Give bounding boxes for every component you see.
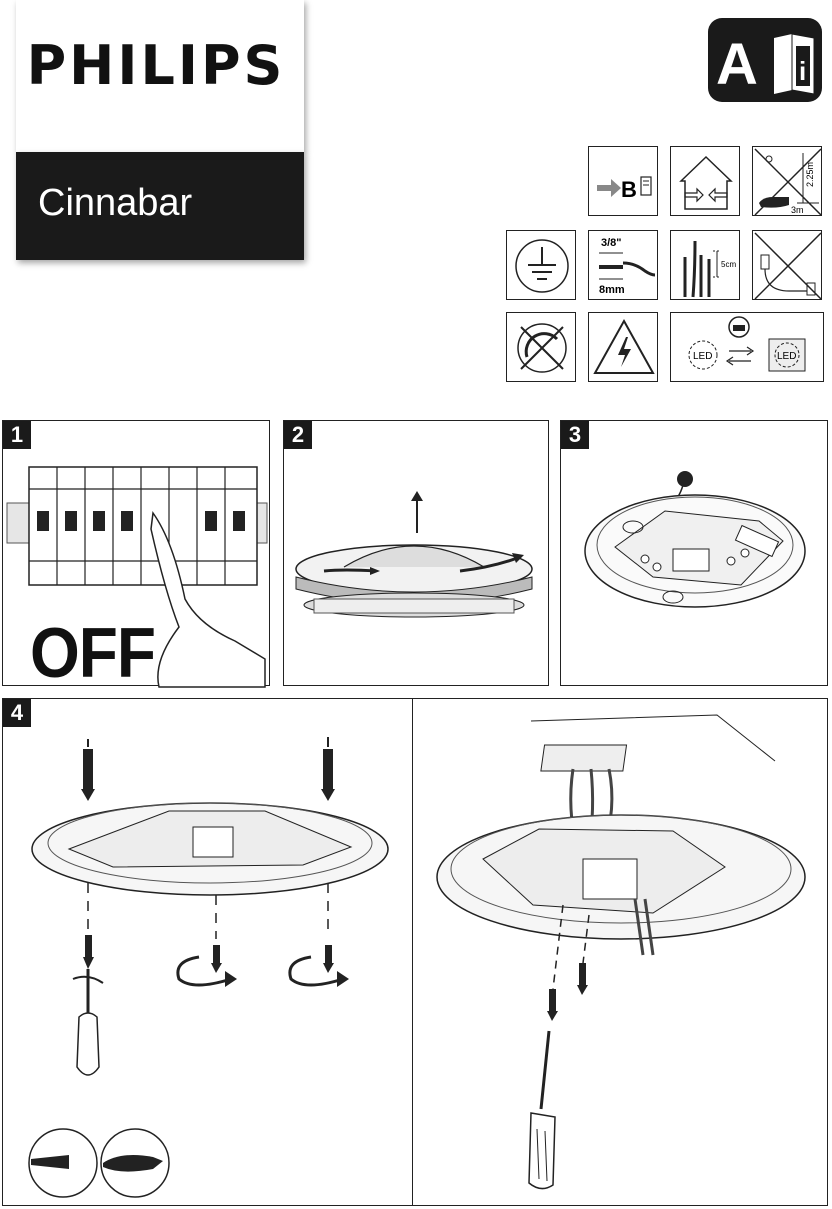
mounting-screws-illustration [28, 737, 389, 1198]
step-2-number: 2 [284, 421, 312, 449]
led-right-label: LED [777, 351, 796, 362]
step-1-panel: 1 [2, 420, 270, 688]
bathroom-zone-icon: 2.25m 3m [752, 146, 822, 216]
wire-strip-length-icon: 3/8" 8mm [588, 230, 658, 300]
see-b-letter: B [621, 177, 637, 202]
ceiling-mount-illustration [436, 714, 806, 1190]
led-replacement-icon: LED LED [670, 312, 824, 382]
wire-spacing-icon: 5cm [670, 230, 740, 300]
brand-logo-panel [16, 0, 304, 152]
step-4-panel: 4 [2, 698, 414, 1206]
step-1-number: 1 [3, 421, 31, 449]
earth-ground-icon [506, 230, 576, 300]
manual-book-icon: A i [716, 32, 815, 97]
manual-letter: A [716, 32, 758, 97]
wire-gap-label: 5cm [721, 260, 736, 269]
off-label: OFF [30, 613, 156, 693]
bath-height-label: 2.25m [805, 162, 815, 187]
step-2-panel: 2 [283, 420, 549, 686]
product-name: Cinnabar [38, 182, 193, 224]
philips-logo: PHILIPS [26, 34, 286, 97]
bath-distance-label: 3m [791, 205, 804, 215]
base-wiring-illustration [584, 471, 806, 608]
indoor-use-icon [670, 146, 740, 216]
circuit-breaker-illustration [6, 466, 268, 688]
strip-mm-label: 8mm [599, 284, 625, 296]
manual-a-badge: A i [708, 18, 822, 102]
strip-inch-label: 3/8" [601, 237, 622, 249]
step-3-panel: 3 [560, 420, 828, 686]
led-left-label: LED [693, 351, 712, 362]
remove-shade-illustration [295, 491, 533, 618]
step-4-ceiling-panel [412, 698, 828, 1206]
no-covering-icon [752, 230, 822, 300]
info-glyph: i [799, 56, 806, 86]
step-4-number: 4 [3, 699, 31, 727]
no-dimmer-icon [506, 312, 576, 382]
product-name-panel [16, 152, 304, 260]
see-manual-b-icon: B [588, 146, 658, 216]
electric-hazard-icon [588, 312, 658, 382]
step-3-number: 3 [561, 421, 589, 449]
